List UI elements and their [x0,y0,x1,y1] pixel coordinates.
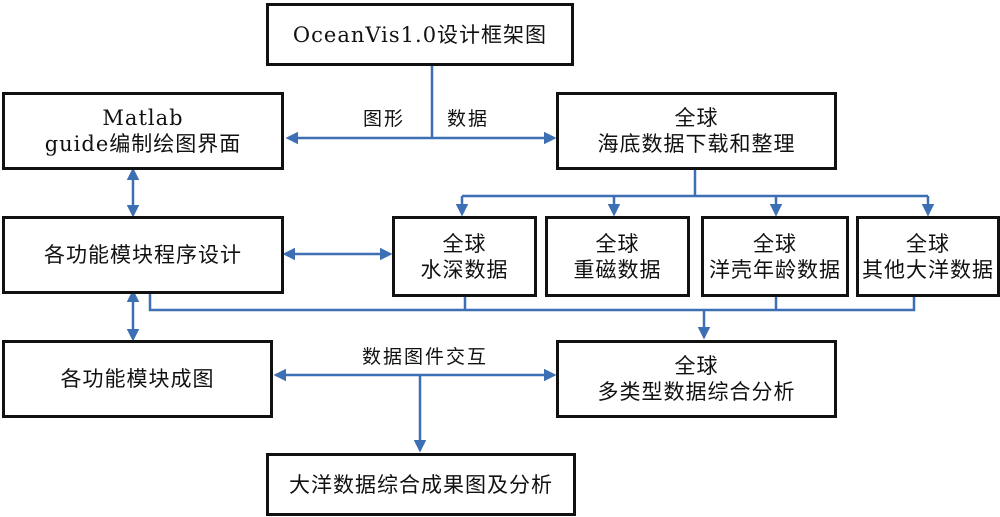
node-text: 全球重磁数据 [574,231,662,283]
node-line: guide编制绘图界面 [44,132,242,156]
other-ocean-data-box: 全球其他大洋数据 [856,216,1000,297]
node-line: 重磁数据 [573,257,662,282]
node-text: 各功能模块成图 [61,366,215,392]
node-line: 全球 [442,231,487,256]
node-line: 水深数据 [420,257,509,282]
node-line: 其他大洋数据 [862,257,994,282]
node-line: Matlab [102,106,184,130]
node-line: 多类型数据综合分析 [597,380,796,404]
node-text: 全球水深数据 [421,231,509,283]
node-line: 各功能模块程序设计 [44,243,242,267]
node-line: 全球 [674,354,719,378]
depth-data-box: 全球水深数据 [392,216,537,297]
node-line: 大洋数据综合成果图及分析 [289,472,553,497]
crust-age-data-box: 全球洋壳年龄数据 [701,216,849,297]
node-line: 洋壳年龄数据 [709,257,841,282]
module-plot-box: 各功能模块成图 [2,340,273,418]
data-label: 数据 [447,108,490,130]
node-text: OceanVis1.0设计框架图 [293,22,547,48]
graphics-label: 图形 [363,108,406,130]
title-box: OceanVis1.0设计框架图 [266,3,574,66]
interaction-label: 数据图件交互 [362,346,489,368]
node-line: OceanVis1.0设计框架图 [292,22,548,47]
node-line: 全球 [674,106,719,130]
node-text: 大洋数据综合成果图及分析 [289,472,553,498]
node-text: 各功能模块程序设计 [44,242,242,268]
node-text: 全球洋壳年龄数据 [709,231,841,283]
node-text: 全球其他大洋数据 [862,231,994,283]
collector-bus [148,294,916,312]
node-line: 全球 [595,231,640,256]
module-design-box: 各功能模块程序设计 [2,216,284,294]
multi-analysis-box: 全球多类型数据综合分析 [556,340,837,418]
node-line: 各功能模块成图 [60,367,215,391]
global-download-box: 全球海底数据下载和整理 [556,92,837,170]
node-line: 全球 [753,231,797,256]
node-line: 全球 [906,231,950,256]
magnetic-data-box: 全球重磁数据 [545,216,690,297]
result-maps-box: 大洋数据综合成果图及分析 [266,453,576,516]
node-line: 海底数据下载和整理 [597,132,796,156]
node-text: 全球多类型数据综合分析 [598,353,796,405]
node-text: 全球海底数据下载和整理 [598,105,796,157]
